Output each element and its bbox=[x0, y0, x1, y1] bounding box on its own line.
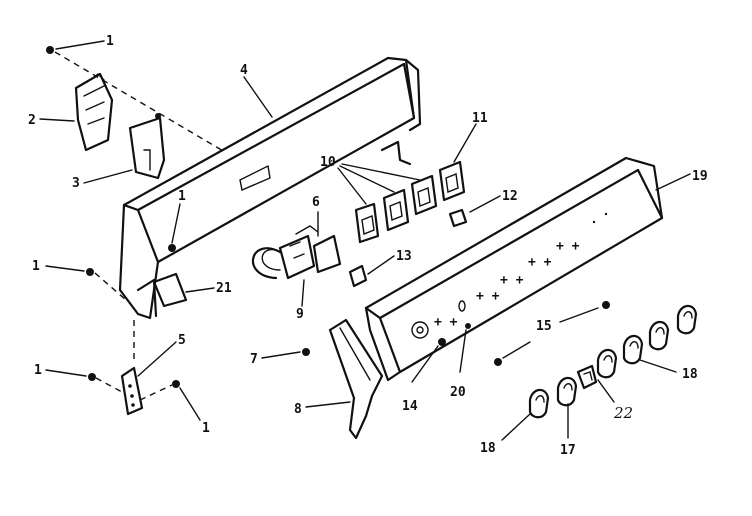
screw-part-1-bottom bbox=[172, 380, 201, 421]
callout-1-top: 1 bbox=[106, 34, 114, 49]
callout-20: 20 bbox=[450, 385, 466, 400]
screw-part-14 bbox=[411, 338, 446, 383]
bracket-part-3 bbox=[128, 113, 166, 180]
knob-part-17 bbox=[556, 376, 578, 439]
callout-6: 6 bbox=[312, 195, 320, 210]
callout-9: 9 bbox=[296, 307, 304, 322]
knob-insert-part-12 bbox=[448, 195, 501, 228]
callout-17: 17 bbox=[560, 443, 576, 458]
assembly-line-lower bbox=[95, 377, 123, 393]
screw-part-15 bbox=[494, 301, 610, 366]
leader-4 bbox=[243, 76, 273, 118]
callout-18-left: 18 bbox=[480, 441, 496, 456]
bracket-part-2 bbox=[74, 72, 114, 152]
bracket-part-21 bbox=[152, 272, 215, 308]
screw-part-1-mid bbox=[168, 203, 181, 252]
callout-3: 3 bbox=[72, 176, 80, 191]
callout-7: 7 bbox=[250, 352, 258, 367]
terminal-block-part-6 bbox=[251, 211, 342, 307]
switch-part-11 bbox=[438, 123, 477, 202]
callout-1-mid: 1 bbox=[178, 189, 186, 204]
callout-5: 5 bbox=[178, 333, 186, 348]
screw-part-1-left bbox=[45, 265, 94, 276]
knob-part-22 bbox=[576, 364, 615, 403]
side-bracket-part-7 bbox=[261, 318, 384, 440]
leader-2 bbox=[39, 118, 75, 122]
indicator-part-13 bbox=[348, 255, 395, 288]
callout-18-right: 18 bbox=[682, 367, 698, 382]
callout-1-left: 1 bbox=[32, 259, 40, 274]
svg-text:+ +: + + bbox=[476, 289, 500, 304]
callout-2: 2 bbox=[28, 113, 36, 128]
callout-12: 12 bbox=[502, 189, 518, 204]
callout-13: 13 bbox=[396, 249, 412, 264]
callout-15: 15 bbox=[536, 319, 552, 334]
back-panel-part-4 bbox=[118, 56, 422, 320]
callout-21: 21 bbox=[216, 281, 232, 296]
leader-3 bbox=[83, 169, 133, 184]
screw-part-20 bbox=[459, 323, 471, 373]
callout-4: 4 bbox=[240, 63, 248, 78]
svg-text:+ +: + + bbox=[556, 239, 580, 254]
switch-group-part-10 bbox=[337, 163, 438, 244]
knob-group-part-18 bbox=[596, 304, 698, 379]
callout-10: 10 bbox=[320, 155, 336, 170]
callout-22: 22 bbox=[613, 404, 633, 422]
callout-14: 14 bbox=[402, 399, 418, 414]
svg-text:+ +: + + bbox=[434, 315, 458, 330]
assembly-line-left bbox=[94, 272, 127, 301]
screw-part-1-top bbox=[46, 40, 105, 54]
svg-text:+ +: + + bbox=[500, 273, 524, 288]
callout-19: 19 bbox=[692, 169, 708, 184]
callout-1-low: 1 bbox=[34, 363, 42, 378]
svg-text:+ +: + + bbox=[528, 255, 552, 270]
control-panel-part-19: + + + + + + + + + + bbox=[364, 156, 691, 382]
screw-part-1-low bbox=[45, 369, 96, 381]
callout-8: 8 bbox=[294, 402, 302, 417]
leader-8 bbox=[305, 401, 351, 408]
callout-1-bottom: 1 bbox=[202, 421, 210, 436]
assembly-line-lower-right bbox=[139, 384, 173, 401]
bracket-part-5 bbox=[120, 341, 177, 416]
knob-part-18-lower bbox=[501, 388, 550, 441]
assembly-line-top bbox=[54, 51, 231, 156]
callout-11: 11 bbox=[472, 111, 488, 126]
